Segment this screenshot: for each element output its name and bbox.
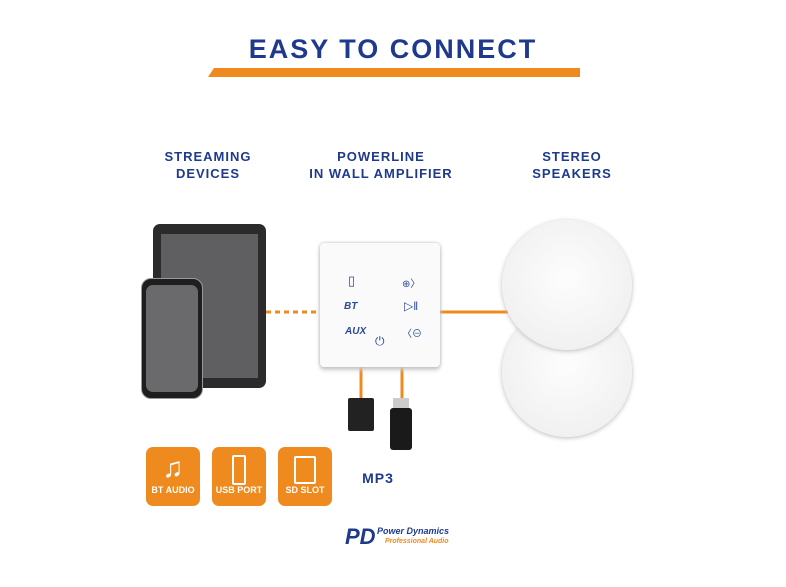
bt-button-label: BT [344,301,358,312]
title-underline [208,68,580,77]
sd-card-icon: ▯ [348,273,356,288]
power-dynamics-logo: PD Power Dynamics Professional Audio [345,522,449,552]
usb-stick-icon [212,451,266,485]
phone-image [141,278,203,399]
streaming-devices-label: STREAMING DEVICES [108,148,308,182]
feature-label: USB PORT [215,485,263,495]
feature-usb-port: USB PORT [212,447,266,506]
feature-sd-slot: SD SLOT [278,447,332,506]
feature-label: SD SLOT [285,485,325,495]
label-line: IN WALL AMPLIFIER [309,166,453,181]
feature-label: BT AUDIO [151,485,195,495]
sd-card-image [348,398,374,431]
amplifier-image: ▯ BT AUX ⊕〉 ▷‖ 〈⊖ ⏻ [320,243,440,367]
usb-connector [393,398,409,408]
volume-up-icon: ⊕〉 [402,279,421,290]
amplifier-label: POWERLINE IN WALL AMPLIFIER [281,148,481,182]
sd-card-icon [278,451,332,485]
label-line: STREAMING [164,149,252,164]
speaker-top-image [502,220,632,350]
play-pause-icon: ▷‖ [404,299,419,313]
label-line: POWERLINE [337,149,425,164]
feature-bt-audio: ♫ BT AUDIO [146,447,200,506]
brand-tagline: Professional Audio [385,538,449,545]
volume-down-icon: 〈⊖ [402,329,422,340]
power-icon: ⏻ [375,334,385,348]
stereo-speakers-label: STEREO SPEAKERS [472,148,672,182]
page-title: EASY TO CONNECT [248,34,538,64]
music-note-icon: ♫ [162,452,184,483]
usb-stick-image [390,408,412,450]
logo-mark: PD [345,524,376,549]
label-line: STEREO [542,149,602,164]
brand-name: Power Dynamics [377,526,450,536]
aux-button-label: AUX [345,326,367,337]
mp3-label: MP3 [362,470,394,486]
label-line: SPEAKERS [532,166,612,181]
label-line: DEVICES [175,166,241,181]
